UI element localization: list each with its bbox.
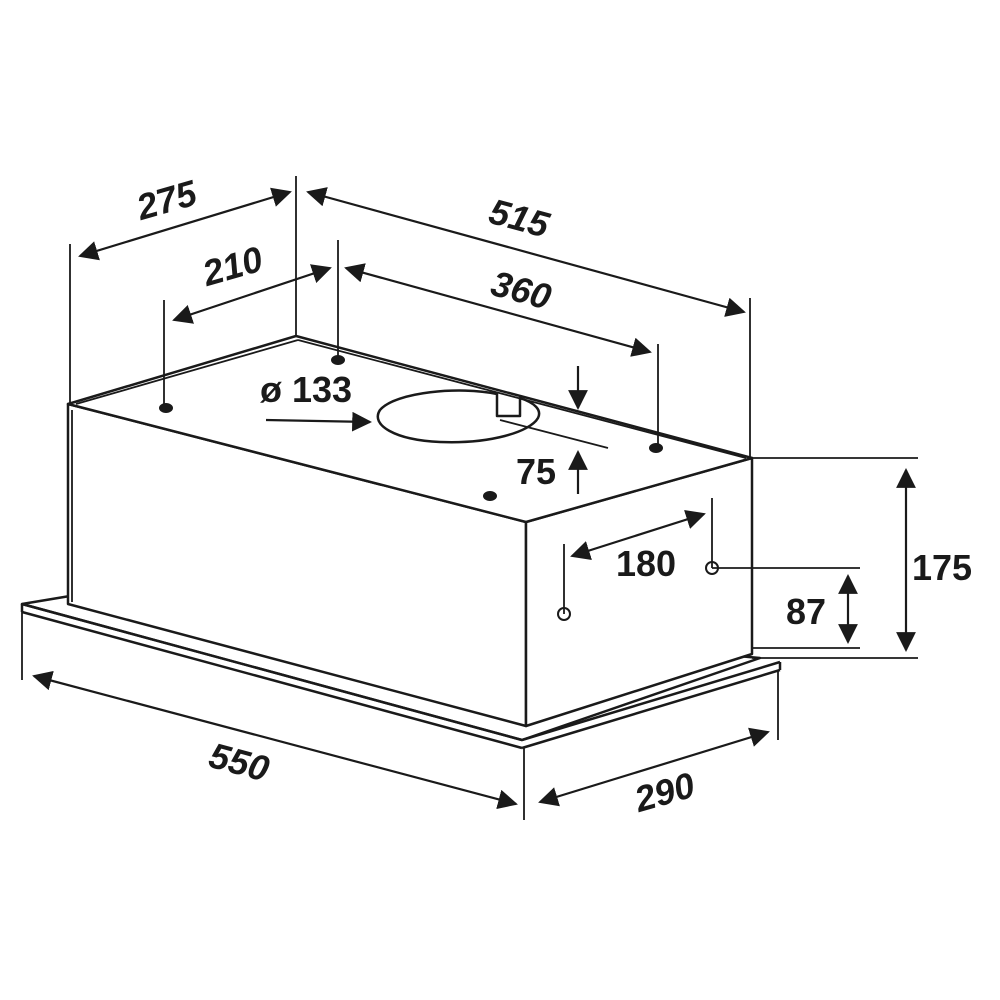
label-side-hole-height: 87 bbox=[786, 591, 826, 632]
dimension-arrows bbox=[32, 187, 916, 809]
top-hole-4 bbox=[483, 491, 497, 501]
top-hole-1 bbox=[159, 403, 173, 413]
hood-body bbox=[66, 334, 754, 728]
label-body-height: 175 bbox=[912, 547, 972, 588]
label-frame-width: 550 bbox=[205, 734, 274, 789]
duct-opening bbox=[376, 389, 541, 444]
label-hole-depth: 210 bbox=[197, 238, 267, 294]
label-top-depth: 275 bbox=[131, 172, 202, 229]
label-duct-diameter: ø 133 bbox=[260, 369, 352, 410]
label-top-width: 515 bbox=[485, 190, 555, 245]
label-duct-offset: 75 bbox=[516, 451, 556, 492]
top-hole-3 bbox=[649, 443, 663, 453]
extension-lines bbox=[21, 176, 918, 820]
label-side-hole-spacing: 180 bbox=[616, 543, 676, 584]
